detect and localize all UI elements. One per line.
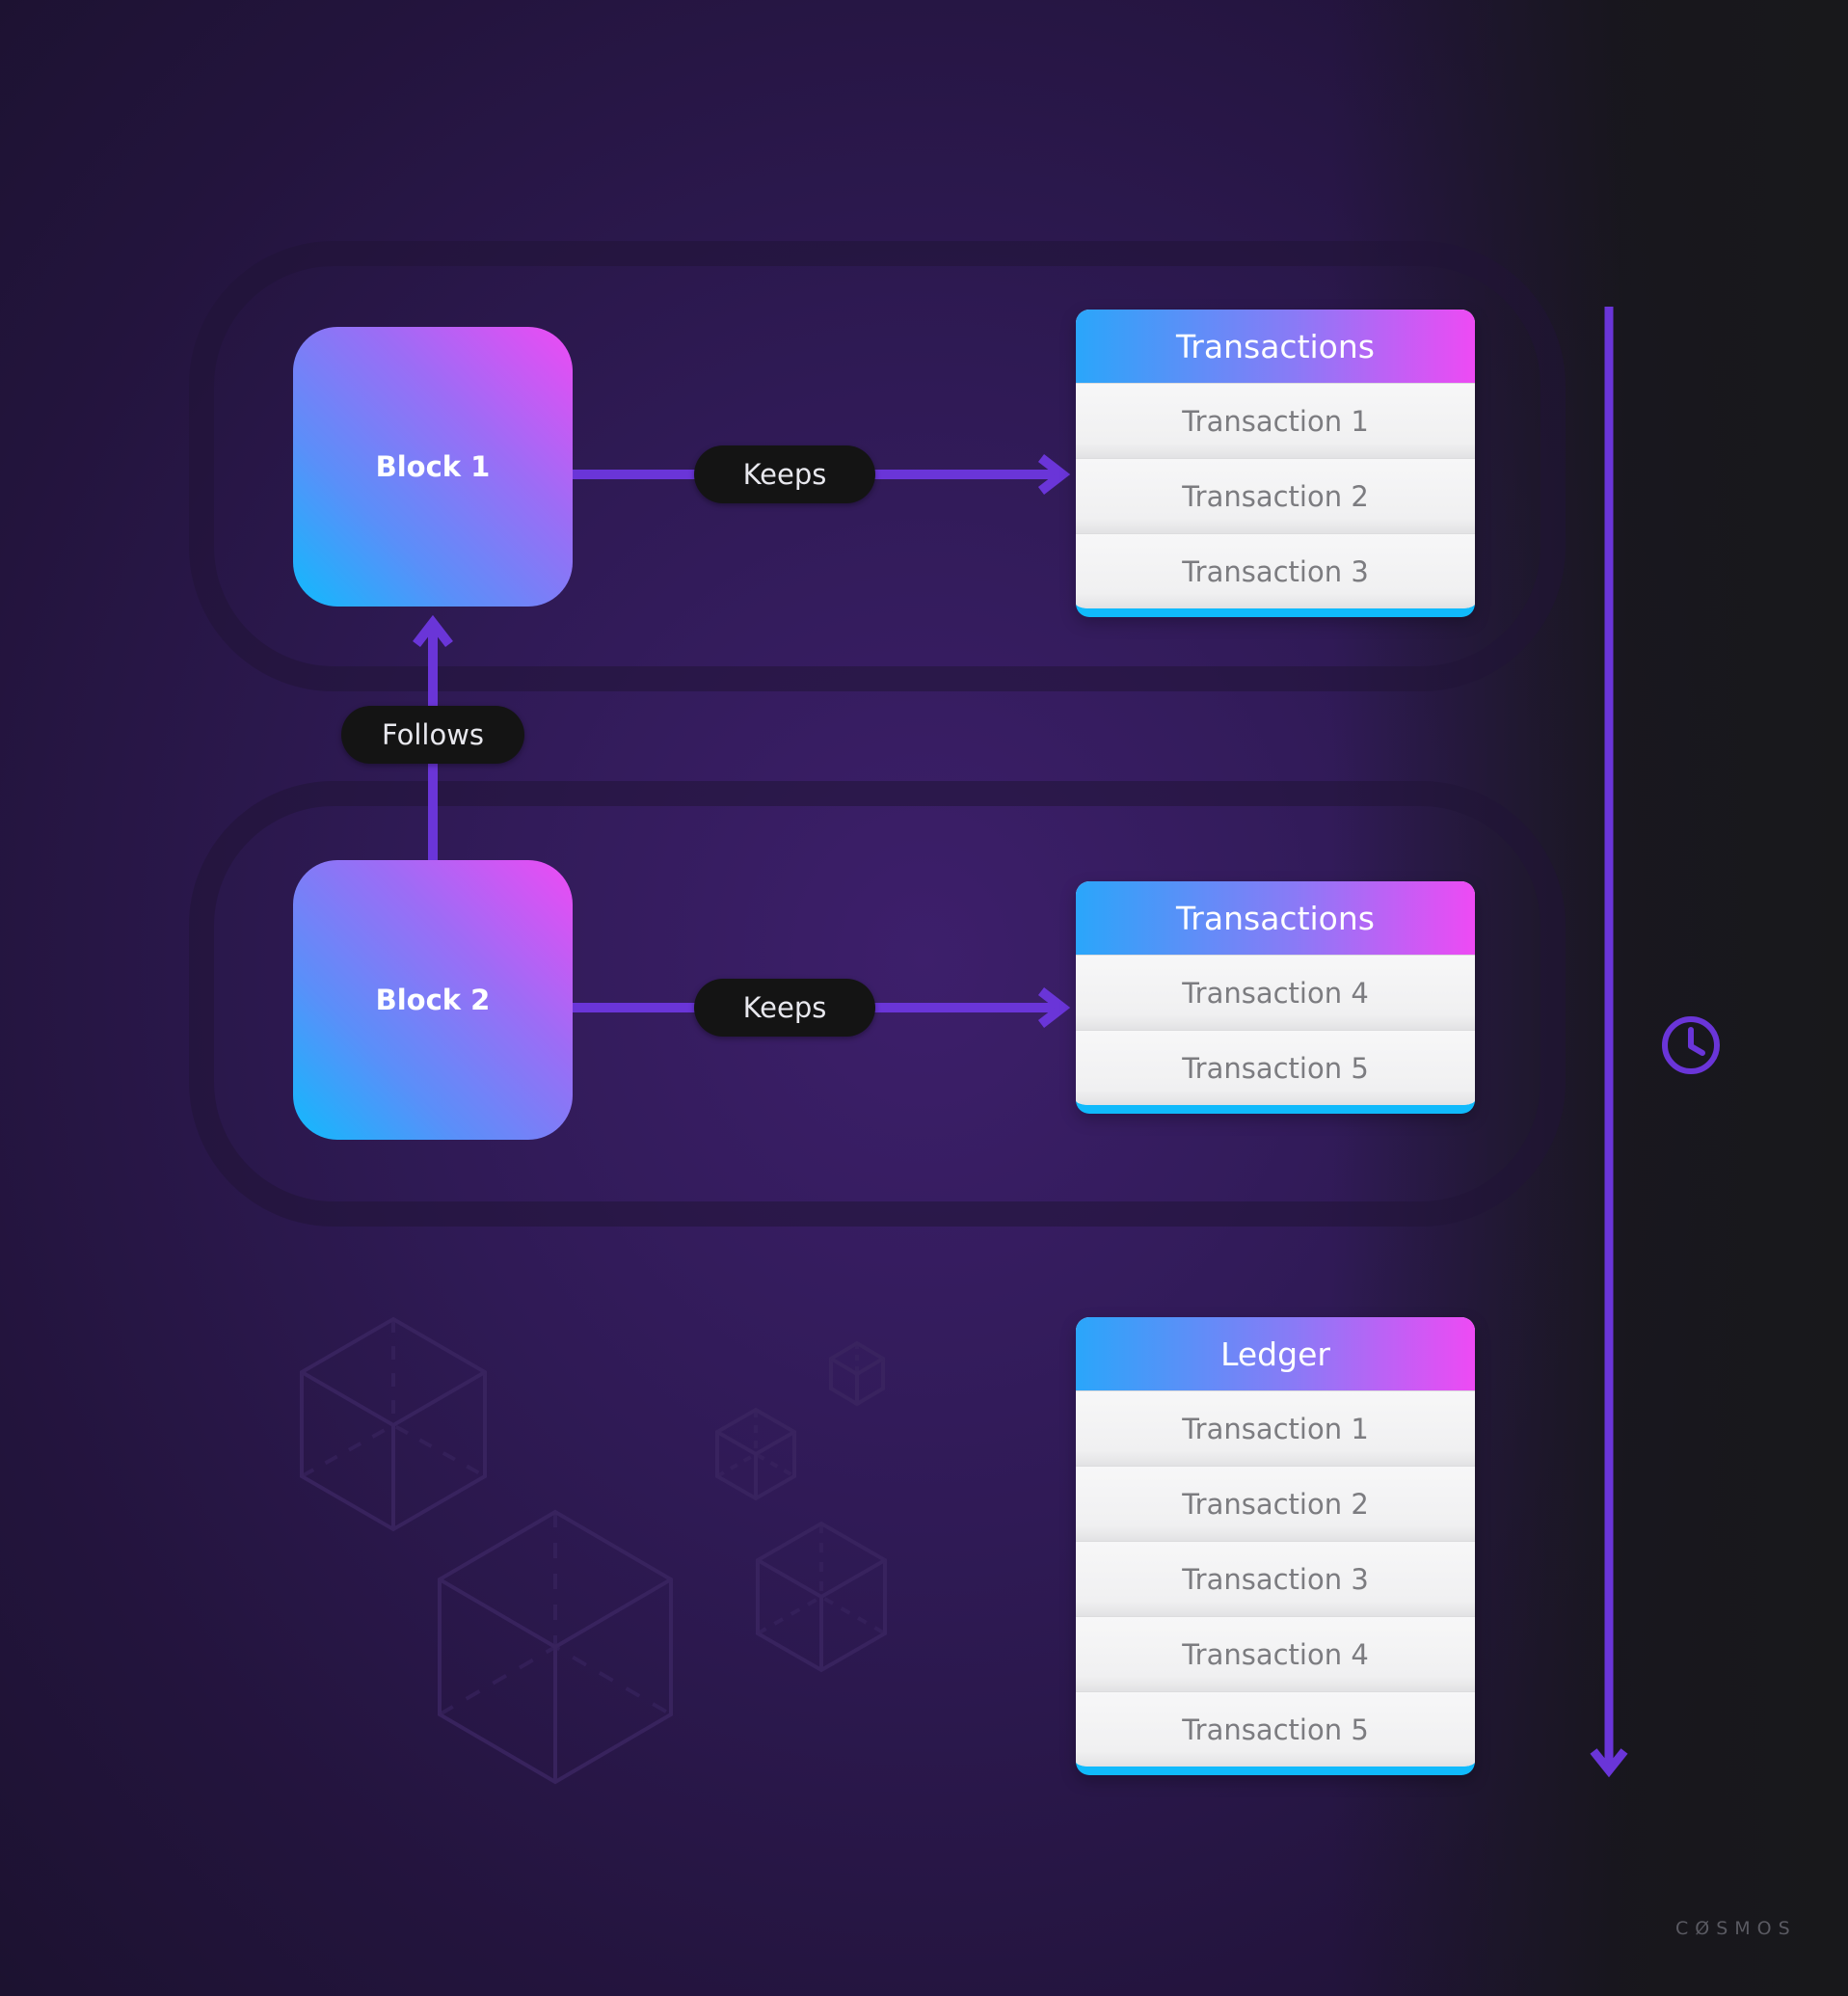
table-row: Transaction 3	[1076, 533, 1475, 608]
block-2[interactable]: Block 2	[293, 860, 573, 1140]
table-row: Transaction 1	[1076, 1390, 1475, 1466]
clock-icon	[1662, 1016, 1720, 1074]
table-header: Ledger	[1076, 1317, 1475, 1390]
keeps-text-top: Keeps	[742, 458, 827, 491]
table-row: Transaction 4	[1076, 955, 1475, 1030]
transactions-table-2: Transactions Transaction 4 Transaction 5	[1076, 881, 1475, 1114]
follows-text: Follows	[381, 718, 485, 751]
table-row: Transaction 1	[1076, 383, 1475, 458]
block-1-label: Block 1	[375, 450, 491, 483]
cube-icon	[300, 1316, 487, 1532]
cube-icon	[438, 1509, 673, 1785]
keeps-text-bottom: Keeps	[742, 991, 827, 1024]
table-row: Transaction 2	[1076, 458, 1475, 533]
cosmos-logo: CØSMOS	[1675, 1918, 1797, 1939]
follows-label: Follows	[341, 706, 524, 764]
block-2-label: Block 2	[375, 984, 491, 1016]
cube-icon	[829, 1340, 885, 1407]
table-header: Transactions	[1076, 310, 1475, 383]
block-1[interactable]: Block 1	[293, 327, 573, 607]
block-2-group-frame	[189, 781, 1566, 1227]
keeps-label-top: Keeps	[694, 445, 875, 503]
ledger-table: Ledger Transaction 1 Transaction 2 Trans…	[1076, 1317, 1475, 1775]
table-row: Transaction 2	[1076, 1466, 1475, 1541]
table-header: Transactions	[1076, 881, 1475, 955]
cube-icon	[756, 1521, 887, 1673]
table-row: Transaction 5	[1076, 1691, 1475, 1767]
table-row: Transaction 3	[1076, 1541, 1475, 1616]
table-row: Transaction 5	[1076, 1030, 1475, 1105]
transactions-table-1: Transactions Transaction 1 Transaction 2…	[1076, 310, 1475, 617]
keeps-label-bottom: Keeps	[694, 979, 875, 1037]
table-row: Transaction 4	[1076, 1616, 1475, 1691]
cube-icon	[715, 1407, 796, 1501]
